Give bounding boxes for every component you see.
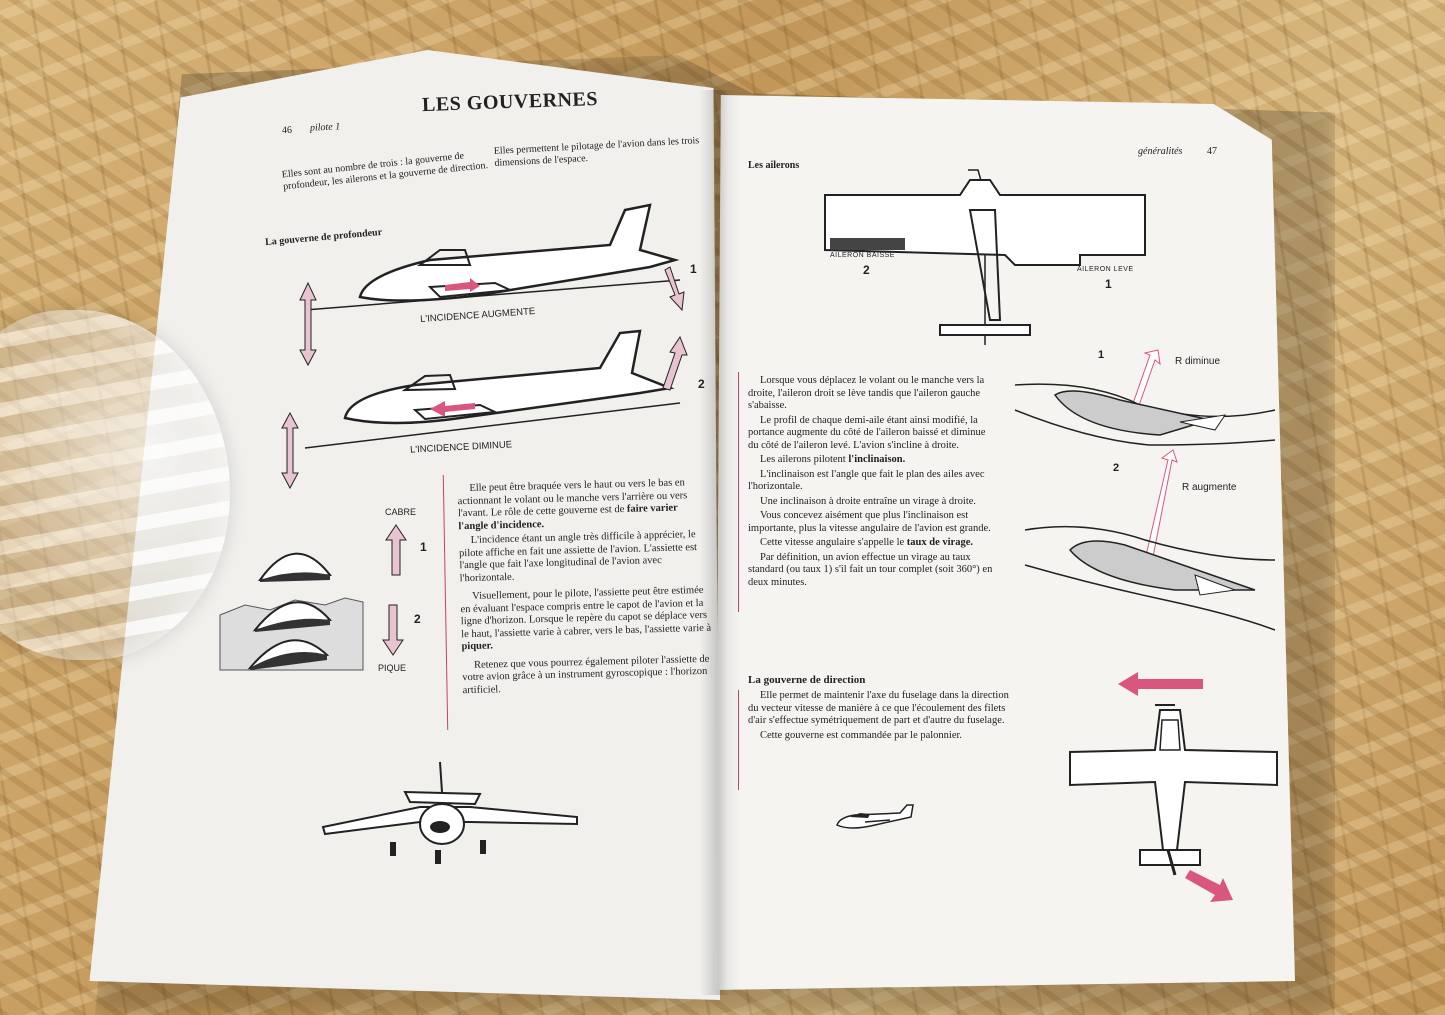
pitch-arrow-up-2	[662, 335, 688, 391]
right-para-8: Par définition, un avion effectue un vir…	[748, 551, 993, 588]
diagram-num-2: 2	[698, 377, 705, 391]
label-cabre: CABRE	[385, 507, 417, 517]
aileron-num-1: 1	[1105, 277, 1112, 291]
rudder-direction-arrow-left	[1118, 672, 1203, 696]
section-heading-direction: La gouverne de direction	[748, 674, 866, 686]
left-body-text: Elle peut être braquée vers le haut ou v…	[457, 477, 713, 697]
cabre-arrow-up-icon	[385, 524, 407, 576]
left-chapter-label: pilote 1	[309, 121, 341, 134]
plane-top-view-ailerons	[824, 169, 1146, 345]
right-para-7: Cette vitesse angulaire s'appelle le	[760, 537, 905, 548]
label-r-diminue: R diminue	[1175, 356, 1221, 367]
right-page-number: 47	[1207, 146, 1217, 157]
airfoil-num-2: 2	[1113, 462, 1120, 474]
rudder-deflection-arrow	[1185, 870, 1233, 902]
right-para-3-bold: l'inclinaison.	[848, 454, 906, 465]
left-page-number: 46	[281, 124, 293, 137]
plane-pitch-up-diagram	[299, 203, 681, 367]
right-body-text-2: Elle permet de maintenir l'axe du fusela…	[748, 690, 1013, 742]
right-para-6: Vous concevez aisément que plus l'inclin…	[748, 510, 991, 534]
attitude-num-2: 2	[414, 612, 421, 626]
right-para-2: Le profil de chaque demi-aile étant ains…	[748, 414, 986, 451]
section-heading-ailerons: Les ailerons	[748, 160, 800, 171]
attitude-num-1: 1	[420, 540, 427, 554]
diagram-num-1: 1	[690, 262, 697, 276]
book-gutter	[700, 90, 740, 995]
left-para-4: Retenez que vous pourrez également pilot…	[462, 653, 710, 696]
label-aileron-leve: AILERON LEVE	[1077, 266, 1134, 273]
label-pique: PIQUE	[378, 663, 407, 673]
right-body-text: Lorsque vous déplacez le volant ou le ma…	[748, 375, 993, 589]
left-para-3-bold: piquer.	[461, 640, 494, 653]
airfoil-diagram-2	[1024, 449, 1276, 631]
label-aileron-baisse: AILERON BAISSE	[830, 252, 895, 259]
airfoil-num-1: 1	[1098, 349, 1105, 361]
right-para-9: Elle permet de maintenir l'axe du fusela…	[748, 690, 1009, 726]
right-para-3: Les ailerons pilotent	[760, 454, 846, 465]
left-para-2: L'incidence étant un angle très difficil…	[458, 529, 698, 584]
right-margin-rule-2	[738, 690, 739, 790]
label-r-augmente: R augmente	[1182, 482, 1237, 493]
right-para-1: Lorsque vous déplacez le volant ou le ma…	[748, 375, 985, 411]
right-para-5: Une inclinaison à droite entraîne un vir…	[760, 495, 977, 507]
right-para-4: L'inclinaison est l'angle que fait le pl…	[748, 468, 985, 493]
plane-pitch-down-diagram	[281, 329, 681, 490]
airfoil-diagram-1	[1014, 349, 1276, 446]
small-plane-side-view	[836, 804, 914, 829]
right-para-10: Cette gouverne est commandée par le palo…	[760, 729, 963, 741]
plane-top-view-rudder	[1069, 704, 1278, 876]
right-header-label: généralités	[1138, 146, 1183, 157]
aileron-num-2: 2	[863, 263, 870, 277]
attitude-horizon-diagram	[219, 552, 364, 671]
pique-arrow-down-icon	[382, 604, 404, 656]
right-margin-rule	[738, 372, 739, 612]
left-para-3: Visuellement, pour le pilote, l'assiette…	[460, 584, 712, 640]
pitch-arrow-down-1	[664, 266, 685, 312]
right-para-7-bold: taux de virage.	[906, 537, 973, 548]
plane-front-view	[321, 761, 578, 864]
